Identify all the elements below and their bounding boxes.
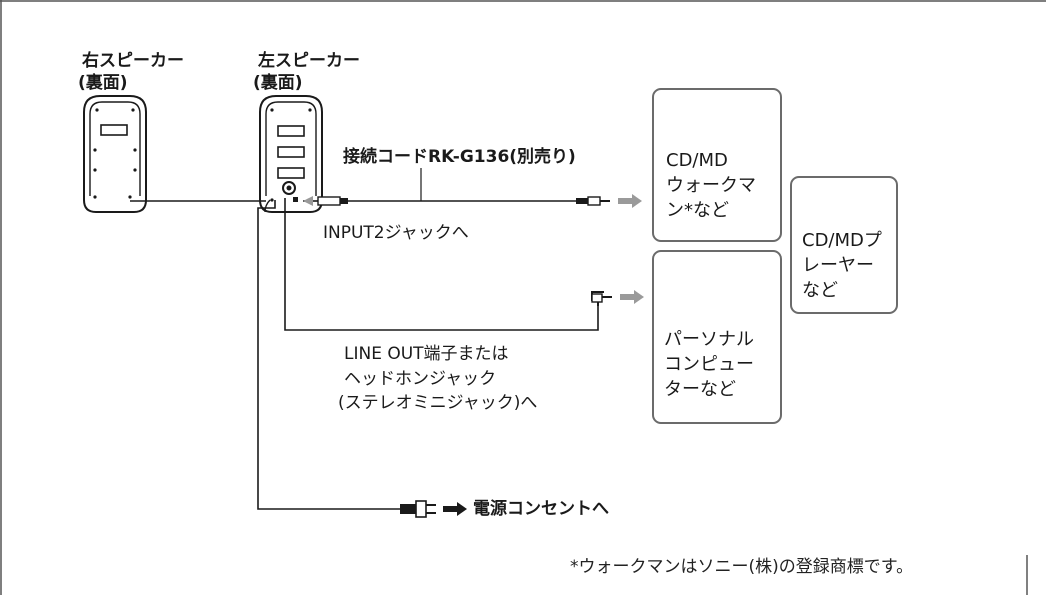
lineout-label-1: LINE OUT端子または	[344, 344, 509, 364]
player-label-1: CD/MDプ	[802, 230, 882, 251]
pc-label-2: コンピュー	[664, 354, 754, 375]
input2-cable	[303, 196, 610, 206]
left-speaker-icon	[259, 95, 323, 213]
walkman-label-1: CD/MD	[666, 150, 728, 171]
power-plug-icon	[400, 500, 436, 518]
lineout-label-2: ヘッドホンジャック	[344, 369, 497, 389]
pc-label-3: ターなど	[664, 379, 736, 400]
right-speaker-label: 右スピーカー	[82, 51, 184, 71]
right-arrow-icon	[620, 290, 644, 304]
power-label: 電源コンセントへ	[473, 499, 609, 519]
walkman-label-3: ン*など	[666, 200, 729, 221]
pc-panel	[652, 250, 782, 424]
right-arrow-icon	[443, 502, 467, 516]
cable-label: 接続コードRK-G136(別売り)	[343, 147, 576, 167]
right-speaker-sublabel: (裏面)	[78, 73, 128, 93]
player-label-2: レーヤー	[802, 255, 874, 276]
walkman-panel	[652, 88, 782, 242]
trademark-footnote: *ウォークマンはソニー(株)の登録商標です。	[570, 557, 914, 577]
power-cable	[257, 199, 400, 510]
right-speaker-icon	[83, 95, 147, 213]
player-label-3: など	[802, 280, 838, 301]
lineout-cable	[284, 198, 612, 331]
walkman-label-2: ウォークマ	[666, 175, 756, 196]
player-panel	[790, 176, 898, 314]
input2-label: INPUT2ジャックへ	[323, 223, 469, 243]
left-speaker-sublabel: (裏面)	[253, 73, 303, 93]
right-arrow-icon	[618, 194, 642, 208]
left-speaker-label: 左スピーカー	[258, 51, 360, 71]
lineout-label-3: (ステレオミニジャック)へ	[338, 393, 538, 413]
pc-label-1: パーソナル	[664, 329, 754, 350]
